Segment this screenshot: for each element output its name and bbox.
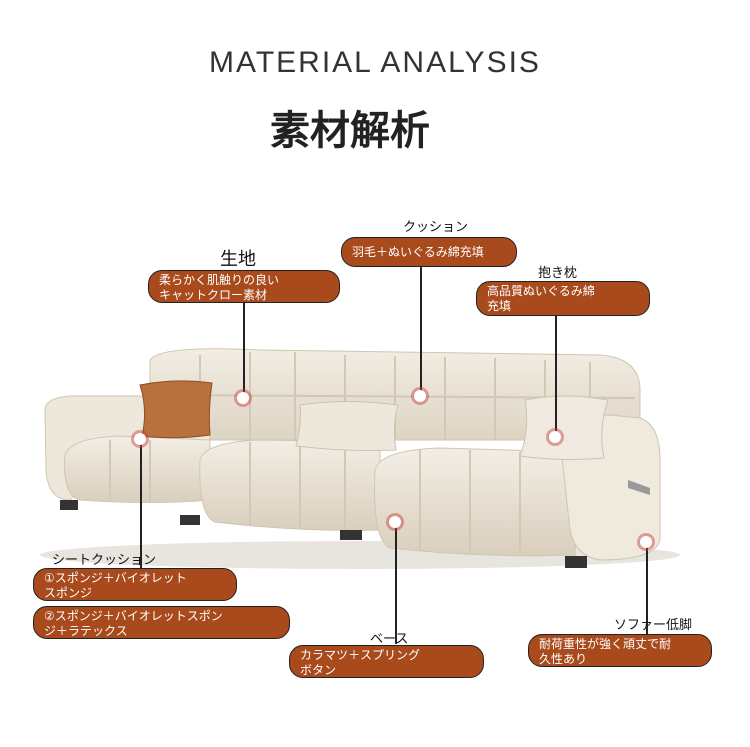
base-desc-line1: カラマツ＋スプリング xyxy=(300,648,421,662)
cushion-label: クッション xyxy=(403,220,469,235)
cushion-leader-line xyxy=(420,266,422,396)
legs-label: ソファー低脚 xyxy=(614,618,693,633)
pillow-marker-dot xyxy=(549,431,561,443)
pillow-label: 抱き枕 xyxy=(538,266,578,281)
seat-marker-dot xyxy=(134,433,146,445)
fabric-marker-dot xyxy=(237,392,249,404)
legs-leader-line xyxy=(646,542,648,634)
seat-option2-line2: ジ＋ラテックス xyxy=(44,624,128,638)
seat-option1-line2: スポンジ xyxy=(44,586,93,600)
legs-marker-dot xyxy=(640,536,652,548)
fabric-desc-line1: 柔らかく肌触りの良い xyxy=(159,273,280,287)
seat-label: シートクッション xyxy=(52,553,157,568)
base-description: カラマツ＋スプリング ボタン xyxy=(289,645,484,678)
base-marker-dot xyxy=(389,516,401,528)
fabric-leader-line xyxy=(243,300,245,395)
legs-desc-line1: 耐荷重性が強く頑丈で耐 xyxy=(539,637,672,651)
seat-option1: ①スポンジ＋バイオレット スポンジ xyxy=(33,568,237,601)
seat-option1-line1: ①スポンジ＋バイオレット xyxy=(44,571,187,585)
title-japanese: 素材解析 xyxy=(270,108,430,154)
pillow-desc-line1: 高品質ぬいぐるみ綿 xyxy=(487,284,595,298)
fabric-description: 柔らかく肌触りの良い キャットクロー素材 xyxy=(148,270,340,303)
seat-leader-line xyxy=(140,440,142,568)
base-desc-line2: ボタン xyxy=(300,663,337,677)
legs-description: 耐荷重性が強く頑丈で耐 久性あり xyxy=(528,634,712,667)
legs-desc-line2: 久性あり xyxy=(539,652,588,666)
cushion-description: 羽毛＋ぬいぐるみ綿充填 xyxy=(341,237,517,267)
seat-option2-line1: ②スポンジ＋バイオレットスポン xyxy=(44,609,223,623)
base-leader-line xyxy=(395,524,397,644)
fabric-label: 生地 xyxy=(220,249,256,270)
pillow-description: 高品質ぬいぐるみ綿 充填 xyxy=(476,281,650,316)
seat-option2: ②スポンジ＋バイオレットスポン ジ＋ラテックス xyxy=(33,606,290,639)
cushion-marker-dot xyxy=(414,390,426,402)
pillow-desc-line2: 充填 xyxy=(487,299,512,313)
title-english: MATERIAL ANALYSIS xyxy=(209,46,541,79)
fabric-desc-line2: キャットクロー素材 xyxy=(159,288,268,302)
pillow-leader-line xyxy=(555,312,557,436)
base-label: ベース xyxy=(370,632,409,647)
